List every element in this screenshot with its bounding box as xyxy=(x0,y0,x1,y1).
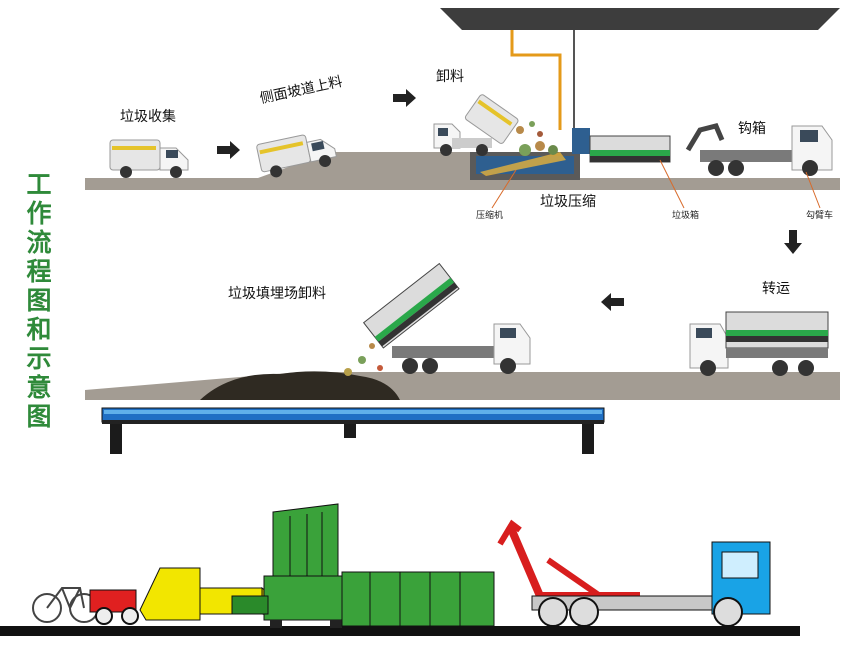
arrow-right-icon xyxy=(393,89,416,107)
title-char: 程 xyxy=(26,257,52,286)
conveyor-platform xyxy=(101,407,605,454)
compressor-container-top xyxy=(572,128,671,163)
landfill-mound xyxy=(200,371,400,400)
step-label-landfill: 垃圾填埋场卸料 xyxy=(228,286,326,302)
step-label-hook: 钩箱 xyxy=(738,121,766,137)
bicycle-icon xyxy=(32,587,99,623)
title-char: 流 xyxy=(26,228,52,257)
title-char: 意 xyxy=(26,373,52,402)
ramp-loading-truck xyxy=(256,134,337,178)
ground-bottom xyxy=(0,626,800,636)
part-label-compressor: 压缩机 xyxy=(476,211,504,221)
arrow-left-icon xyxy=(601,293,624,311)
landfill-tipping-truck xyxy=(362,262,531,374)
title-char: 示 xyxy=(26,344,52,373)
red-cart xyxy=(89,589,139,625)
vertical-title: 工 作 流 程 图 和 示 意 图 xyxy=(22,170,56,431)
arrow-right-icon xyxy=(217,141,240,159)
hydraulic-pipe xyxy=(510,30,562,130)
part-label-container: 垃圾箱 xyxy=(672,211,700,221)
unloading-truck xyxy=(433,94,543,156)
step-label-collect: 垃圾收集 xyxy=(120,109,176,125)
hook-arm-truck xyxy=(685,123,833,176)
step-label-compress: 垃圾压缩 xyxy=(540,194,596,210)
ground-top xyxy=(85,152,840,190)
step-label-unload: 卸料 xyxy=(436,69,464,85)
arrow-down-icon xyxy=(784,230,802,254)
title-char: 工 xyxy=(26,170,52,199)
part-label-hook-truck: 勾臂车 xyxy=(806,211,834,221)
title-char: 作 xyxy=(26,199,52,228)
step-label-transfer: 转运 xyxy=(762,281,790,297)
ground-middle xyxy=(85,372,840,400)
green-container xyxy=(341,571,495,627)
title-char: 图 xyxy=(26,402,52,431)
shed-roof xyxy=(440,8,840,30)
garbage-collection-truck xyxy=(109,139,189,178)
compressor-unit xyxy=(231,503,345,628)
hook-arm-truck-bottom xyxy=(497,519,771,627)
title-char: 图 xyxy=(26,286,52,315)
transfer-truck xyxy=(689,311,829,376)
title-char: 和 xyxy=(26,315,52,344)
